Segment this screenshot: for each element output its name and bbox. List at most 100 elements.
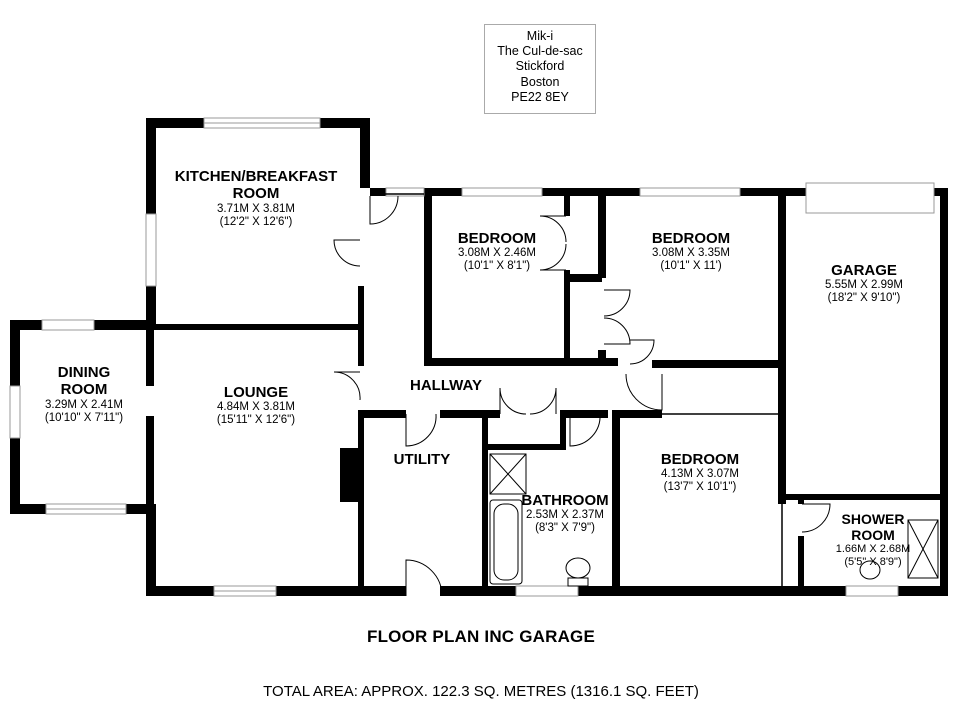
room-dimension-metric: 3.71M X 3.81M [217,202,295,215]
window-bedroom1-top [461,187,543,197]
wall-bottom-utility [440,586,490,596]
wall-bottom-bath-right [578,586,838,596]
shower-tray-cross-b [489,453,527,495]
door-swing-utility-external [405,559,443,597]
total-area: TOTAL AREA: APPROX. 122.3 SQ. METRES (13… [263,683,699,700]
room-dimension-metric: 3.08M X 2.46M [458,247,536,260]
wall-bath-divider [560,414,566,450]
room-name: ROOM [232,185,280,203]
shower-tray [489,453,527,495]
wall-kitchen-right-upper [360,118,370,188]
wall-dining-left-lower [10,438,20,514]
room-dimension-imperial: (10'10" X 7'11") [44,411,124,424]
room-name: BATHROOM [521,492,609,509]
door-swing-kitchen [333,239,361,267]
address-line: Stickford [515,59,565,74]
walls [10,118,948,596]
wall-bottom-shower-left [838,586,846,596]
room-label-lounge: LOUNGE 4.84M X 3.81M (15'11" X 12'6") [156,384,356,428]
wall-shower-left-lower [798,536,804,594]
plan-title: FLOOR PLAN INC GARAGE [366,627,596,646]
room-name: LOUNGE [223,384,289,401]
room-dimension-imperial: (18'2" X 9'10") [827,292,901,305]
address-line: Mik-i [526,29,554,43]
door-swing-shower [801,503,831,533]
room-name: BEDROOM [457,230,537,247]
wall-cupboard-right-upper [598,188,606,278]
room-dimension-imperial: (10'1" X 11') [660,260,722,273]
room-dimension-metric: 2.53M X 2.37M [526,509,604,522]
wall-cupboard-divider [564,274,602,282]
door-swing-cupboard [603,289,631,345]
wall-bath-top [486,444,566,450]
doors [333,195,831,597]
door-swing-bed1 [539,215,567,271]
wall-dining-top-right [94,320,156,330]
room-name: SHOWER [841,511,905,527]
wall-dining-bottom-right [126,504,156,514]
wall-cupboard-bottom [564,358,618,366]
room-dimension-imperial: (13'7" X 10'1") [663,481,737,494]
garage-door [805,182,935,214]
room-dimension-imperial: (5'5" X 8'9") [844,555,902,568]
wall-bottom-shower-right [898,586,948,596]
wall-dining-lounge-divider-upper [146,328,154,386]
wall-lounge-left [146,504,156,596]
wall-dining-bottom-left [10,504,46,514]
room-name: UTILITY [393,451,451,468]
room-dimension-metric: 1.66M X 2.68M [835,543,911,556]
toilet-bath [565,557,591,579]
door-swing-bed2 [629,339,655,365]
toilet-bath-cistern [567,577,589,587]
room-label-garage: GARAGE 5.55M X 2.99M (18'2" X 9'10") [790,262,938,306]
window-bathroom-bottom [515,585,579,597]
door-swing-utility [405,413,437,447]
wall-lounge-bottom-right [276,586,406,596]
wall-bedrooms-top-a [424,188,462,196]
toilet-shower [859,560,881,580]
address-box: Mik-i The Cul-de-sac Stickford Boston PE… [484,24,596,114]
room-name: GARAGE [831,262,897,279]
wall-hallway-bottom-right [560,410,608,418]
room-label-shower-room: SHOWER ROOM 1.66M X 2.68M (5'5" X 8'9") [808,511,938,568]
wall-bed1-right-lower [564,270,570,366]
room-label-bedroom-3: BEDROOM 4.13M X 3.07M (13'7" X 10'1") [620,451,780,495]
wall-kitchen-left-upper [146,118,156,214]
wall-garage-left [778,188,786,504]
wall-garage-right [940,188,948,508]
chimney-breast [340,448,360,502]
room-dimension-metric: 4.84M X 3.81M [217,401,295,414]
address-line: The Cul-de-sac [497,44,583,59]
room-name: KITCHEN/BREAKFAST [174,168,338,185]
room-name: ROOM [60,381,108,399]
room-name: BEDROOM [651,230,731,247]
window-kitchen-door-top [385,187,425,197]
wall-garage-bottom [778,494,948,500]
room-dimension-metric: 4.13M X 3.07M [661,468,739,481]
room-label-kitchen: KITCHEN/BREAKFAST ROOM 3.71M X 3.81M (12… [156,168,356,229]
room-label-bedroom-2: BEDROOM 3.08M X 3.35M (10'1" X 11') [616,230,766,274]
room-outline-bedroom3 [615,413,783,591]
wall-dining-lounge-divider-lower [146,416,154,514]
wall-bed2-bottom [652,360,786,368]
room-dimension-imperial: (8'3" X 7'9") [535,522,595,535]
address-line: Boston [520,74,560,89]
room-dimension-imperial: (12'2" X 12'6") [219,215,293,228]
wall-bedrooms-top-left [370,188,386,196]
window-shower-bottom [845,585,899,597]
wall-utility-right [482,414,488,590]
window-dining-top [41,319,95,331]
wall-dining-top-left [10,320,42,330]
wall-kitchen-top-right [320,118,370,128]
room-dimension-imperial: (15'11" X 12'6") [216,414,296,427]
door-swing-front [369,195,399,225]
wall-bed1-right-upper [564,196,570,216]
wall-lounge-bottom-left [146,586,214,596]
room-dimension-metric: 3.29M X 2.41M [45,398,123,411]
room-label-hallway: HALLWAY [386,377,506,394]
wall-lounge-right-lower [358,412,364,590]
door-swing-bathroom [569,413,601,447]
wall-shower-left-upper [798,494,804,504]
wall-kitchen-top-left [146,118,204,128]
